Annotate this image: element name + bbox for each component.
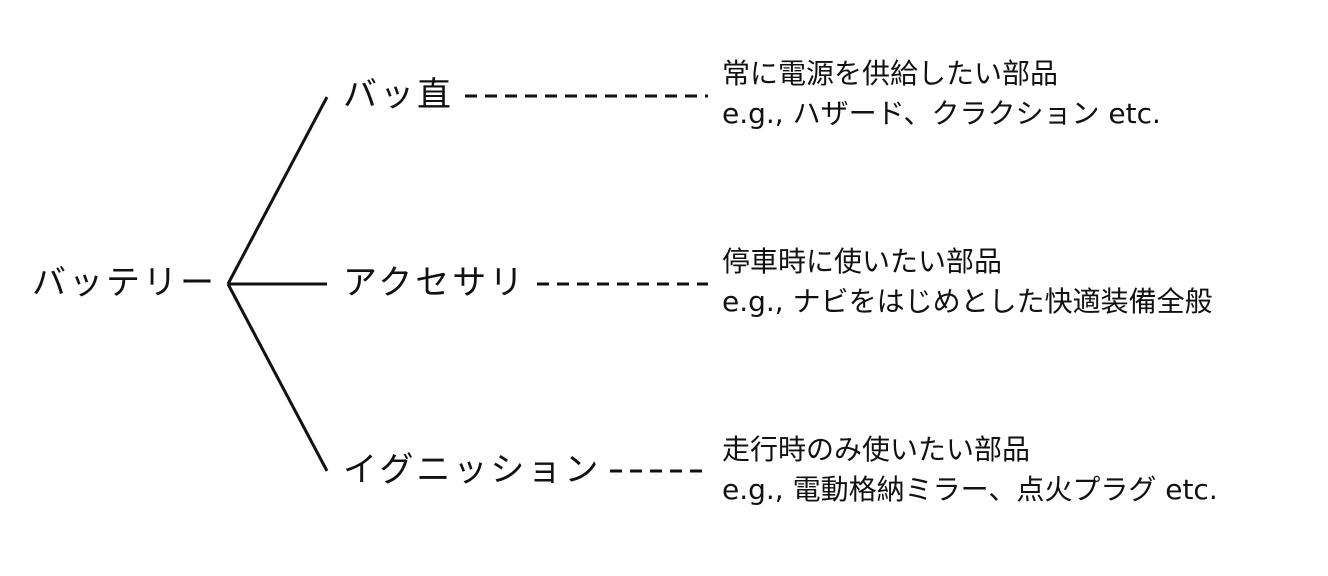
examples-text: e.g., ナビをはじめとした快適装備全般 — [722, 285, 1213, 318]
description-ignition: 走行時のみ使いたい部品 e.g., 電動格納ミラー、点火プラグ etc. — [722, 430, 1218, 510]
root-label: バッテリー — [32, 263, 217, 303]
examples-text: e.g., ハザード、クラクション etc. — [722, 97, 1161, 130]
branch-line-ignition — [226, 283, 329, 472]
branch-label-ignition: イグニッション — [343, 450, 602, 490]
description-text: 常に電源を供給したい部品 — [722, 57, 1059, 90]
branch-label-batchoku: バッ直 — [343, 75, 454, 115]
branch-label-accessory: アクセサリ — [343, 263, 527, 303]
description-accessory: 停車時に使いたい部品 e.g., ナビをはじめとした快適装備全般 — [722, 242, 1213, 322]
description-text: 走行時のみ使いたい部品 — [722, 433, 1031, 466]
description-text: 停車時に使いたい部品 — [722, 245, 1003, 278]
description-batchoku: 常に電源を供給したい部品 e.g., ハザード、クラクション etc. — [722, 54, 1161, 134]
branch-line-batchoku — [226, 96, 329, 285]
examples-text: e.g., 電動格納ミラー、点火プラグ etc. — [722, 473, 1218, 506]
